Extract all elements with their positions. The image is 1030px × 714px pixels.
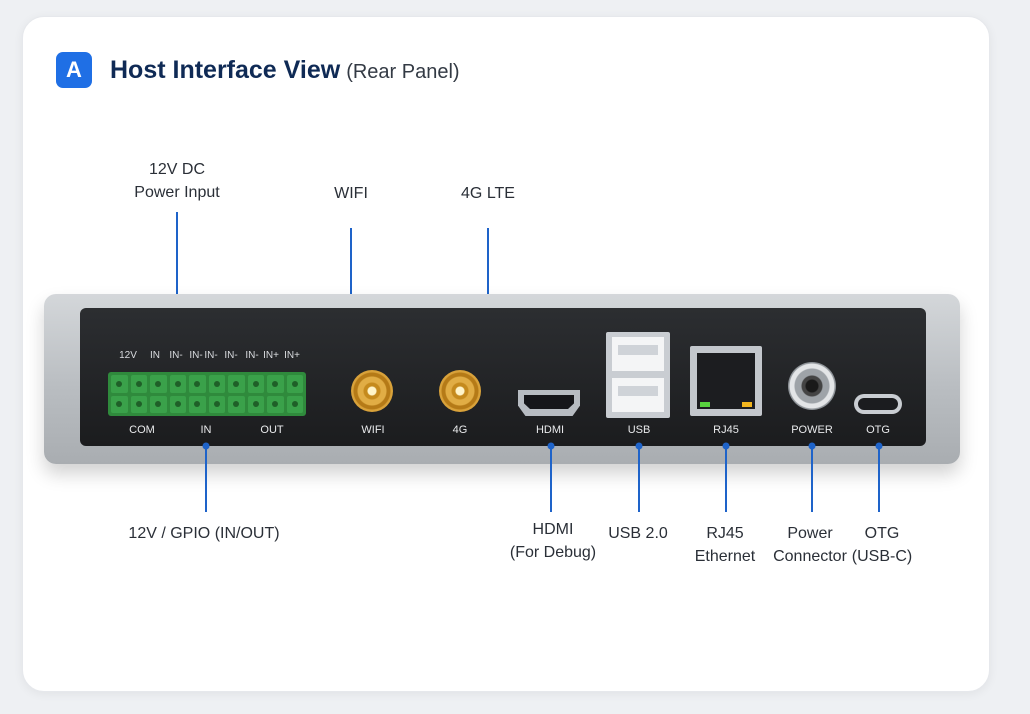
pin-label-6: IN- <box>224 350 238 361</box>
callout-otg: OTG (USB-C) <box>852 522 912 568</box>
usb-port-bottom <box>612 378 664 412</box>
power-connector <box>788 362 836 410</box>
callout-dc-input: 12V DC Power Input <box>134 158 219 204</box>
panel-label-in: IN <box>200 424 212 436</box>
lte-antenna-connector <box>439 370 481 412</box>
wifi-antenna-connector <box>351 370 393 412</box>
usb-port-top <box>612 337 664 371</box>
rj45-link-led <box>700 402 710 407</box>
callout-power: Power Connector <box>773 522 847 568</box>
callout-power-line2: Connector <box>773 548 847 565</box>
leader-power <box>811 446 813 512</box>
leader-hdmi <box>550 446 552 512</box>
hdmi-port <box>518 390 580 416</box>
usb-ports <box>606 332 670 418</box>
title-main: Host Interface View <box>110 56 341 84</box>
callout-dc-input-line2: Power Input <box>134 184 220 201</box>
page-title: Host Interface View(Rear Panel) <box>110 54 460 86</box>
callout-lte: 4G LTE <box>461 185 515 202</box>
callout-wifi: WIFI <box>334 185 368 202</box>
panel-label-usb: USB <box>627 424 651 436</box>
panel-label-out: OUT <box>260 424 284 436</box>
leader-rj45 <box>725 446 727 512</box>
pin-label-9: IN+ <box>284 350 300 361</box>
panel-label-hdmi: HDMI <box>535 424 565 436</box>
callout-rj45-line1: RJ45 <box>706 525 744 542</box>
callout-otg-line2: (USB-C) <box>851 548 913 565</box>
rj45-activity-led <box>742 402 752 407</box>
title-subtitle: (Rear Panel) <box>346 61 460 83</box>
callout-hdmi: HDMI (For Debug) <box>510 518 596 564</box>
pin-label-3: IN- <box>169 350 183 361</box>
leader-gpio <box>205 446 207 512</box>
callout-otg-line1: OTG <box>864 525 900 542</box>
usb-c-otg-port <box>854 394 902 414</box>
callout-hdmi-line1: HDMI <box>532 521 574 538</box>
gpio-terminal-block <box>108 372 306 416</box>
leader-otg <box>878 446 880 512</box>
section-badge: A <box>56 52 92 88</box>
pin-label-1: 12V <box>119 350 137 361</box>
callout-dc-input-line1: 12V DC <box>148 161 206 178</box>
panel-label-wifi: WIFI <box>361 424 385 436</box>
pin-label-5: IN- <box>204 350 218 361</box>
leader-usb <box>638 446 640 512</box>
rj45-port <box>690 346 762 416</box>
callout-usb: USB 2.0 <box>608 525 668 542</box>
panel-label-4g: 4G <box>452 424 468 436</box>
callout-gpio: 12V / GPIO (IN/OUT) <box>128 525 280 542</box>
pin-label-2: IN <box>150 350 160 361</box>
panel-label-power: POWER <box>791 424 833 436</box>
pin-label-4: IN- <box>189 350 203 361</box>
callout-rj45-line2: Ethernet <box>694 548 756 565</box>
callout-hdmi-line2: (For Debug) <box>509 544 597 561</box>
callout-rj45: RJ45 Ethernet <box>695 522 755 568</box>
pin-label-7: IN- <box>245 350 259 361</box>
panel-label-com: COM <box>129 424 155 436</box>
leader-dc-input <box>176 212 178 342</box>
pin-label-8: IN+ <box>263 350 279 361</box>
panel-label-otg: OTG <box>866 424 890 436</box>
panel-label-rj45: RJ45 <box>713 424 739 436</box>
callout-power-line1: Power <box>787 525 833 542</box>
